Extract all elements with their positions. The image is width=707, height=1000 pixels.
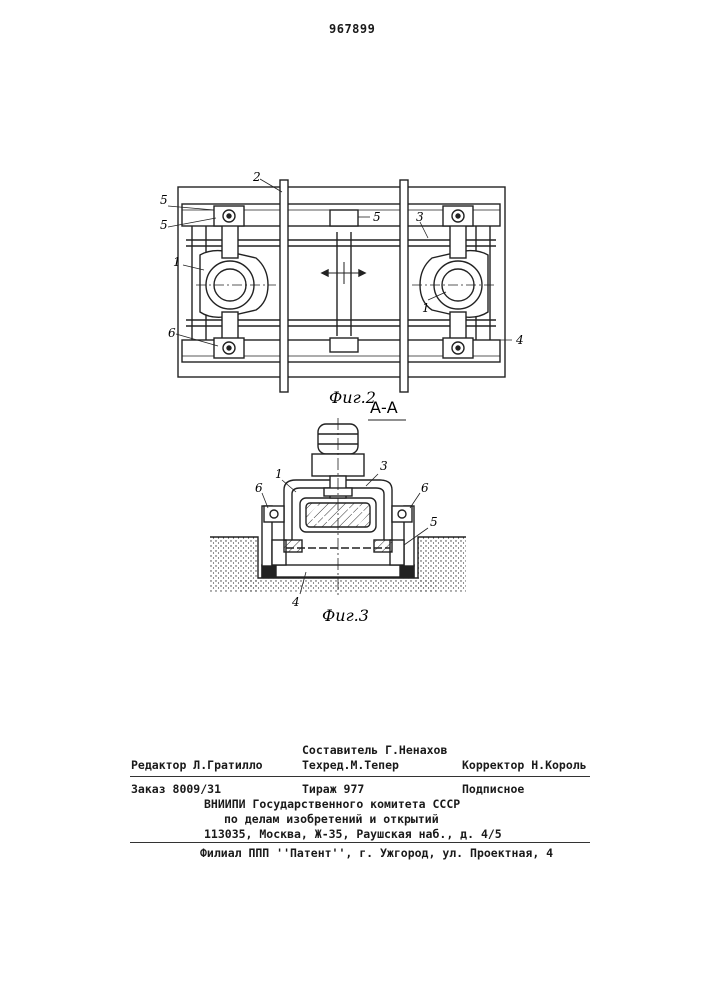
fig2-label-6: 6	[168, 326, 176, 340]
fig2-label-1a: 1	[173, 255, 181, 269]
imprint-rule-top	[130, 776, 590, 777]
fig3-label-6b: 6	[421, 481, 429, 495]
fig2-label-5a: 5	[160, 193, 168, 207]
editor: Редактор Л.Гратилло	[131, 758, 263, 772]
organization-line-2: по делам изобретений и открытий	[224, 812, 439, 826]
circulation: Тираж 977	[302, 782, 364, 796]
compiler: Составитель Г.Ненахов	[302, 743, 447, 757]
imprint-rule-bottom	[130, 842, 590, 843]
techred: Техред.М.Тепер	[302, 758, 399, 772]
organization-address: 113035, Москва, Ж-35, Раушская наб., д. …	[204, 827, 502, 841]
fig3-label-4: 4	[291, 595, 300, 609]
subscription: Подписное	[462, 782, 524, 796]
figure-3-caption: Фиг.3	[322, 606, 369, 625]
fig2-label-4: 4	[515, 333, 524, 347]
corrector: Корректор Н.Король	[462, 758, 587, 772]
organization-line-1: ВНИИПИ Государственного комитета СССР	[204, 797, 460, 811]
fig2-label-5c: 5	[373, 210, 381, 224]
fig3-label-6a: 6	[255, 481, 263, 495]
fig2-label-1b: 1	[422, 301, 430, 315]
fig2-label-5b: 5	[160, 218, 168, 232]
section-label: А-А	[370, 398, 398, 417]
figure-2-caption: Фиг.2	[329, 388, 376, 407]
figure-3-drawing	[210, 418, 466, 598]
order-number: Заказ 8009/31	[131, 782, 221, 796]
fig2-label-2: 2	[252, 170, 261, 184]
branch-address: Филиал ППП ''Патент'', г. Ужгород, ул. П…	[200, 846, 553, 860]
figure-2-drawing	[168, 179, 512, 392]
fig3-label-5: 5	[430, 515, 438, 529]
fig2-label-3: 3	[416, 210, 424, 224]
fig3-label-3: 3	[380, 459, 388, 473]
fig3-label-1: 1	[275, 467, 283, 481]
